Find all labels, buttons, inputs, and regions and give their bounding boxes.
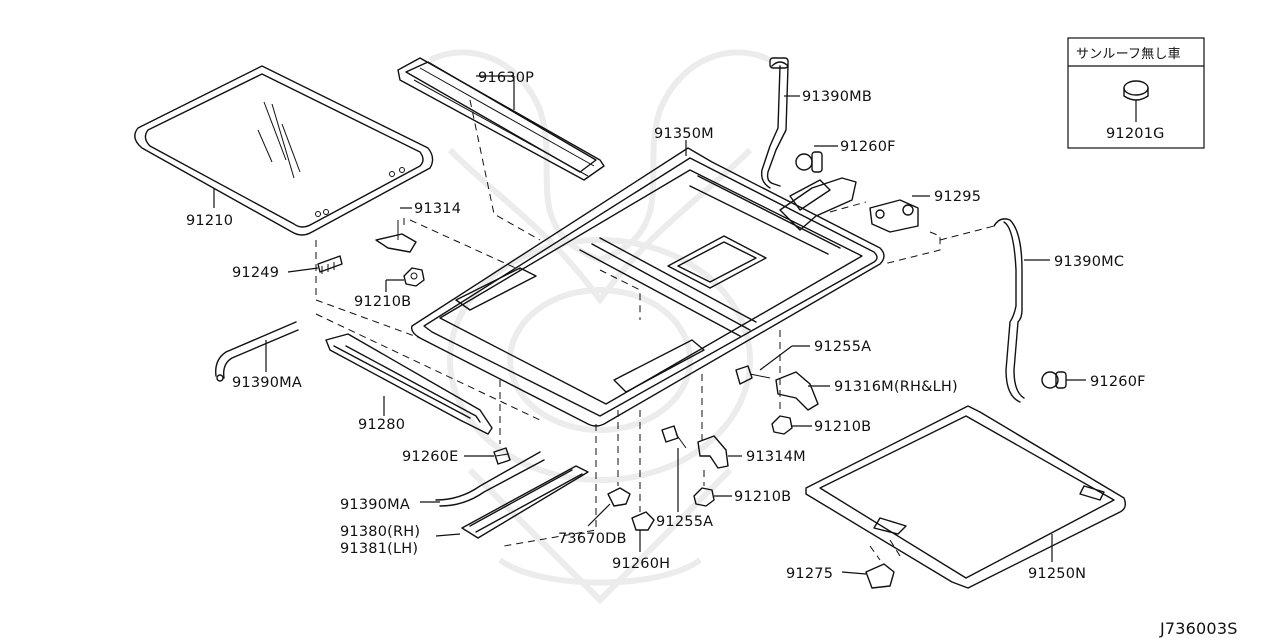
bracket-91314 <box>375 220 417 253</box>
label-91381LH: 91381(LH) <box>340 541 418 557</box>
bracket-91314M <box>697 435 729 469</box>
diagram-code: J736003S <box>1159 619 1238 638</box>
inset-title: サンルーフ無し車 <box>1076 47 1181 62</box>
label-91210B-low: 91210B <box>734 489 791 505</box>
label-91380RH: 91380(RH) <box>340 524 420 540</box>
side-rail-91380-91381 <box>461 465 589 539</box>
label-91250N: 91250N <box>1028 566 1086 582</box>
clip-91260F-top <box>795 151 823 173</box>
glass-panel-91210 <box>134 65 434 236</box>
label-91390MB: 91390MB <box>802 89 872 105</box>
background-watermark <box>428 49 772 605</box>
nut-91210B-low <box>693 487 715 507</box>
label-91210: 91210 <box>186 213 233 229</box>
bolt-91255A-top <box>735 365 771 385</box>
sunshade-91250N <box>805 405 1127 589</box>
nut-91210B-mid <box>771 415 793 435</box>
label-91390MC: 91390MC <box>1054 254 1124 270</box>
label-91255A-low: 91255A <box>656 514 713 530</box>
label-91390MA-left: 91390MA <box>232 375 302 391</box>
clip-91260E <box>493 447 511 465</box>
label-91316M: 91316M(RH&LH) <box>834 379 958 395</box>
label-91260F-right: 91260F <box>1090 374 1146 390</box>
stopper-91275 <box>865 563 895 589</box>
assembly-dash-lines <box>315 99 995 561</box>
label-91249: 91249 <box>232 265 279 281</box>
part-labels: 91630P 91390MB 91350M 91260F 91295 91210… <box>186 47 1238 638</box>
label-91630P: 91630P <box>478 70 534 86</box>
drain-hose-91390MB <box>760 57 789 189</box>
label-91390MA-low: 91390MA <box>340 497 410 513</box>
motor-bracket <box>779 177 857 231</box>
label-91260E: 91260E <box>402 449 459 465</box>
label-73670DB: 73670DB <box>558 531 627 547</box>
label-91255A-top: 91255A <box>814 339 871 355</box>
clip-91249 <box>317 255 343 274</box>
label-91210B-mid: 91210B <box>814 419 871 435</box>
label-91314: 91314 <box>414 201 461 217</box>
clip-91260H <box>631 511 655 531</box>
bolt-91255A-low <box>661 425 687 449</box>
inset-box <box>1067 37 1205 149</box>
label-91201G: 91201G <box>1106 126 1165 142</box>
label-91295: 91295 <box>934 189 981 205</box>
label-91260H: 91260H <box>612 556 670 572</box>
deflector-91280 <box>325 333 493 435</box>
clip-91260F-right <box>1041 371 1067 389</box>
clip-73670DB <box>607 487 631 507</box>
label-91275: 91275 <box>786 566 833 582</box>
label-91260F-top: 91260F <box>840 139 896 155</box>
front-rail-91630P <box>397 57 605 181</box>
label-91350M: 91350M <box>654 126 714 142</box>
motor-91295 <box>869 199 919 233</box>
drain-hose-91390MA-left <box>215 321 299 382</box>
label-91280: 91280 <box>358 417 405 433</box>
drain-hose-91390MC <box>993 218 1025 403</box>
nut-91210B-left <box>403 267 425 287</box>
bracket-91316M <box>775 371 819 411</box>
label-91210B-left: 91210B <box>354 294 411 310</box>
drain-hose-91390MA-lower <box>435 451 545 507</box>
label-91314M: 91314M <box>746 449 806 465</box>
sunroof-frame-91350M <box>410 147 885 427</box>
leader-lines <box>213 75 1086 575</box>
